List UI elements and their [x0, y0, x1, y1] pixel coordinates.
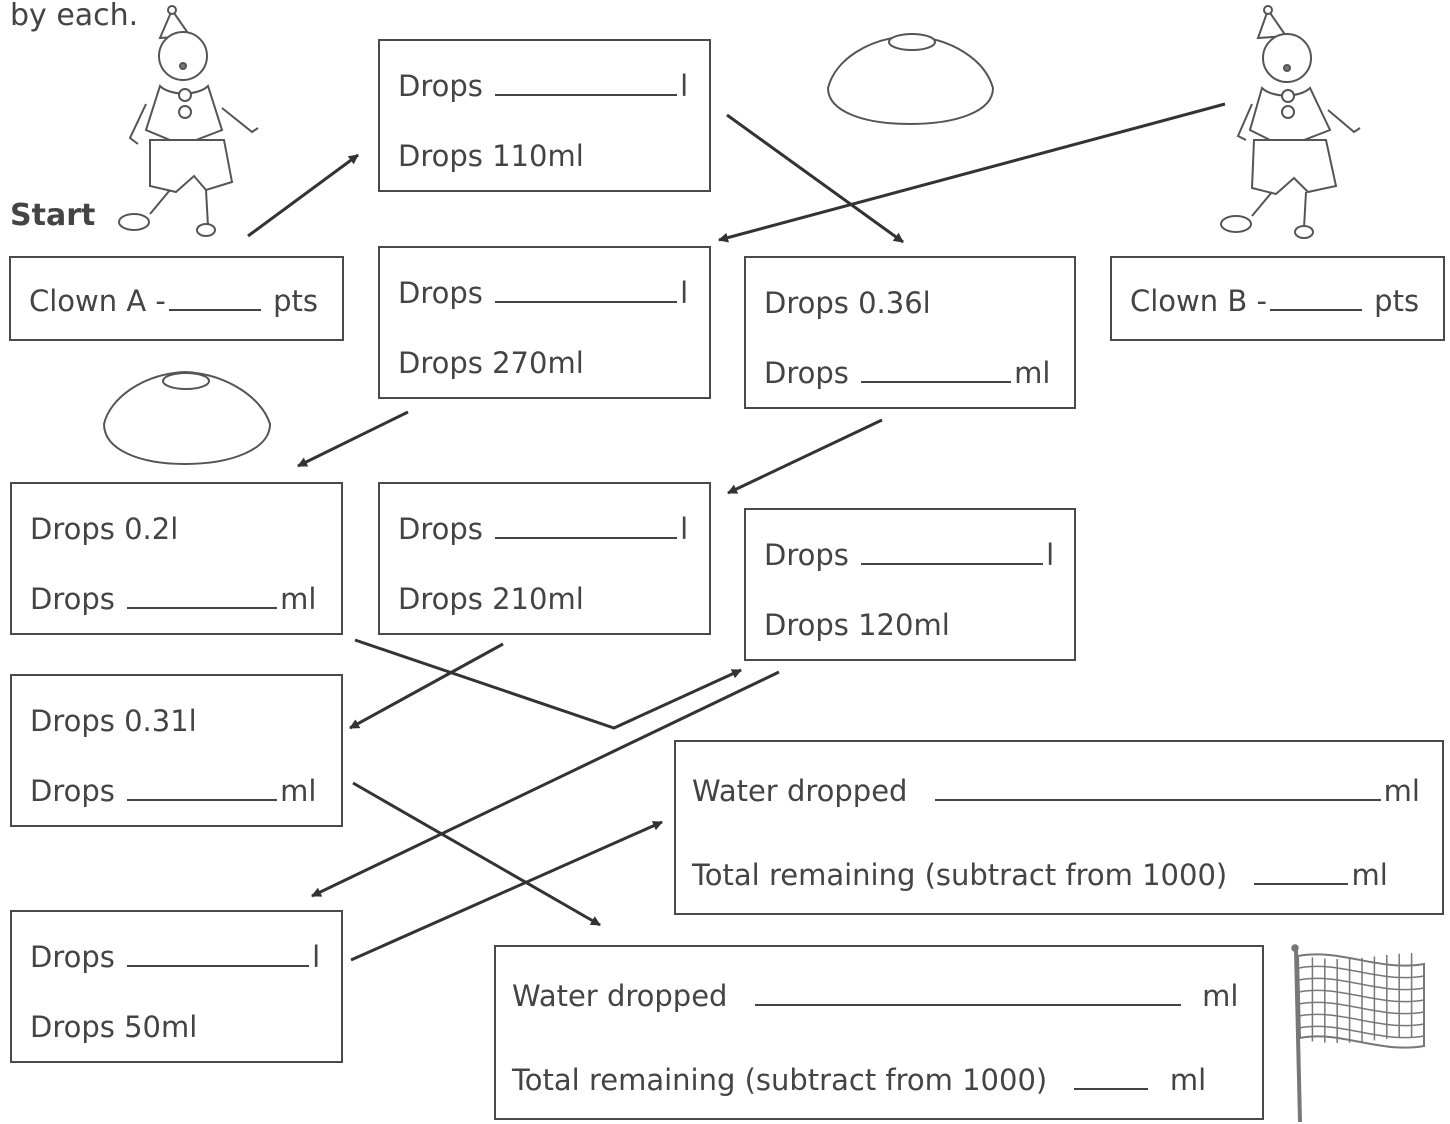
clown-a-score-box: Clown A - pts [9, 256, 344, 341]
drop-amount: Drops 50ml [30, 1010, 198, 1044]
total-remaining-blank[interactable] [1254, 859, 1349, 885]
litres-blank[interactable] [495, 70, 678, 96]
drop-amount: Drops 120ml [764, 608, 950, 642]
millilitres-blank[interactable] [127, 583, 278, 609]
drop-label: Drops [398, 512, 483, 546]
drop-label: Drops [398, 276, 483, 310]
clown-b-score-box: Clown B - pts [1110, 256, 1445, 341]
arrow-icon [311, 670, 780, 898]
water-dropped-label: Water dropped [692, 774, 908, 808]
unit-label: ml [1014, 356, 1051, 390]
unit-label: l [680, 276, 689, 310]
drop-label: Drops [398, 69, 483, 103]
litres-blank[interactable] [495, 277, 678, 303]
drop-amount: Drops 110ml [398, 139, 584, 173]
unit-label: ml [1169, 1063, 1207, 1097]
unit-label: l [680, 69, 689, 103]
clown-a-label: Clown A - [29, 284, 166, 318]
drop-label: Drops [30, 940, 115, 974]
clown-icon [118, 5, 259, 237]
clown-b-unit: pts [1374, 284, 1420, 318]
clown-b-points-blank[interactable] [1269, 285, 1362, 311]
arrow-icon [349, 642, 504, 730]
clown-a-points-blank[interactable] [168, 285, 261, 311]
cone-icon [826, 33, 995, 126]
litres-blank[interactable] [127, 941, 310, 967]
drop-box: Drops l Drops 270ml [378, 246, 711, 399]
cone-icon [102, 370, 272, 466]
unit-label: ml [280, 582, 317, 616]
unit-label: ml [1383, 774, 1420, 808]
arrow-icon [247, 153, 359, 238]
clown-b-label: Clown B - [1130, 284, 1267, 318]
arrow-icon [727, 418, 883, 495]
drop-label: Drops [30, 582, 115, 616]
arrow-icon [352, 781, 601, 927]
drop-box: Drops 0.31l Drops ml [10, 674, 343, 827]
water-dropped-blank[interactable] [934, 775, 1381, 801]
drop-label: Drops [764, 538, 849, 572]
drop-box: Drops l Drops 110ml [378, 39, 711, 192]
unit-label: ml [1351, 858, 1388, 892]
unit-label: l [1046, 538, 1055, 572]
drop-label: Drops [30, 774, 115, 808]
total-box-clown-b: Water dropped ml Total remaining (subtra… [494, 945, 1264, 1120]
total-box-clown-a: Water dropped ml Total remaining (subtra… [674, 740, 1444, 915]
drop-box: Drops l Drops 120ml [744, 508, 1076, 661]
drop-box: Drops l Drops 210ml [378, 482, 711, 635]
arrow-icon [718, 102, 1226, 243]
drop-amount: Drops 0.36l [764, 286, 931, 320]
clown-icon [1220, 5, 1361, 239]
drop-amount: Drops 210ml [398, 582, 584, 616]
litres-blank[interactable] [495, 513, 678, 539]
millilitres-blank[interactable] [127, 775, 278, 801]
arrow-icon [350, 820, 663, 962]
checkered-flag-icon [1291, 944, 1425, 1123]
arrow-icon [354, 638, 742, 730]
unit-label: l [680, 512, 689, 546]
intro-text: by each. [10, 0, 139, 33]
drop-amount: Drops 270ml [398, 346, 584, 380]
unit-label: ml [280, 774, 317, 808]
clown-a-unit: pts [273, 284, 318, 318]
unit-label: l [312, 940, 321, 974]
drop-box: Drops l Drops 50ml [10, 910, 343, 1063]
drop-amount: Drops 0.2l [30, 512, 179, 546]
water-dropped-label: Water dropped [512, 979, 728, 1013]
drop-amount: Drops 0.31l [30, 704, 197, 738]
total-remaining-label: Total remaining (subtract from 1000) [512, 1063, 1048, 1097]
total-remaining-label: Total remaining (subtract from 1000) [692, 858, 1228, 892]
litres-blank[interactable] [861, 539, 1044, 565]
total-remaining-blank[interactable] [1074, 1064, 1149, 1090]
drop-label: Drops [764, 356, 849, 390]
start-label: Start [10, 198, 96, 233]
millilitres-blank[interactable] [861, 357, 1012, 383]
unit-label: ml [1202, 979, 1239, 1013]
arrow-icon [297, 410, 409, 468]
water-dropped-blank[interactable] [754, 980, 1181, 1006]
drop-box: Drops 0.2l Drops ml [10, 482, 343, 635]
arrow-icon [726, 113, 904, 244]
drop-box: Drops 0.36l Drops ml [744, 256, 1076, 409]
